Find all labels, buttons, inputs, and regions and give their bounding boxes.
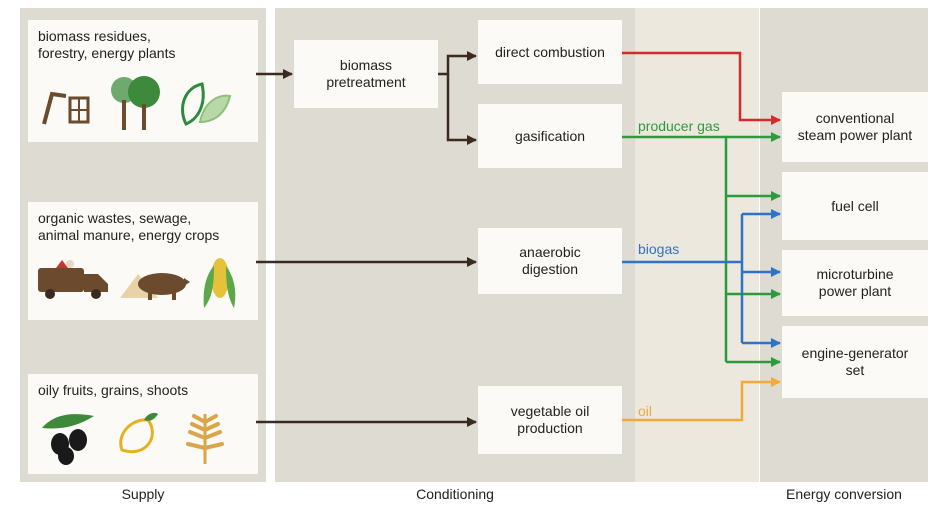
output-label: engine-generator set xyxy=(801,345,909,378)
fuel-cell-box: fuel cell xyxy=(782,172,928,240)
leaf-icon xyxy=(181,82,232,126)
lemon-icon xyxy=(119,412,158,454)
engine-generator-set-box: engine-generator set xyxy=(782,326,928,398)
truck-icon xyxy=(38,260,108,299)
column-label-energy-conversion: Energy conversion xyxy=(786,486,902,502)
source-box-organic: organic wastes, sewage, animal manure, e… xyxy=(28,202,258,320)
column-label-supply: Supply xyxy=(121,486,165,502)
source-label: oily fruits, grains, shoots xyxy=(38,382,189,398)
olives-icon xyxy=(42,414,94,465)
arrow-pretreatment-to-gasification xyxy=(446,74,477,145)
corn-icon xyxy=(203,258,236,308)
arrow-pretreatment-to-combustion xyxy=(438,51,477,76)
source-label: biomass residues, forestry, energy plant… xyxy=(38,28,176,61)
vegetable-oil-production-box: vegetable oil production xyxy=(478,386,622,454)
process-label: gasification xyxy=(514,127,586,144)
process-label: vegetable oil production xyxy=(510,403,590,436)
source-box-oily: oily fruits, grains, shoots xyxy=(28,374,258,474)
output-label: fuel cell xyxy=(831,197,879,214)
biomass-pretreatment-box: biomass pretreatment xyxy=(294,40,438,108)
wheat-icon xyxy=(186,414,224,464)
process-label: anaerobic digestion xyxy=(519,244,581,277)
wood-logs-icon xyxy=(42,91,90,125)
direct-combustion-box: direct combustion xyxy=(478,20,622,84)
process-label: biomass pretreatment xyxy=(326,57,406,90)
steam-power-plant-box: conventional steam power plant xyxy=(782,92,928,162)
energy-conversion-panel xyxy=(760,8,928,482)
process-label: direct combustion xyxy=(495,43,605,60)
arrow-oil-to-engine xyxy=(622,377,781,422)
oil-label: oil xyxy=(638,403,653,419)
output-label: microturbine power plant xyxy=(816,266,894,299)
biogas-label: biogas xyxy=(638,241,680,257)
line-producer-gas-trunk xyxy=(622,135,728,362)
arrow-combustion-to-steam xyxy=(622,51,781,125)
column-label-conditioning: Conditioning xyxy=(416,486,494,502)
source-label: organic wastes, sewage, animal manure, e… xyxy=(38,210,220,243)
output-label: conventional steam power plant xyxy=(797,110,913,143)
gasification-box: gasification xyxy=(478,104,622,168)
pig-icon xyxy=(120,273,190,300)
microturbine-power-plant-box: microturbine power plant xyxy=(782,250,928,316)
routing-panel xyxy=(635,8,759,482)
source-box-biomass: biomass residues, forestry, energy plant… xyxy=(28,20,258,142)
anaerobic-digestion-box: anaerobic digestion xyxy=(478,228,622,294)
trees-icon xyxy=(111,76,160,130)
producer-gas-label: producer gas xyxy=(638,118,720,134)
